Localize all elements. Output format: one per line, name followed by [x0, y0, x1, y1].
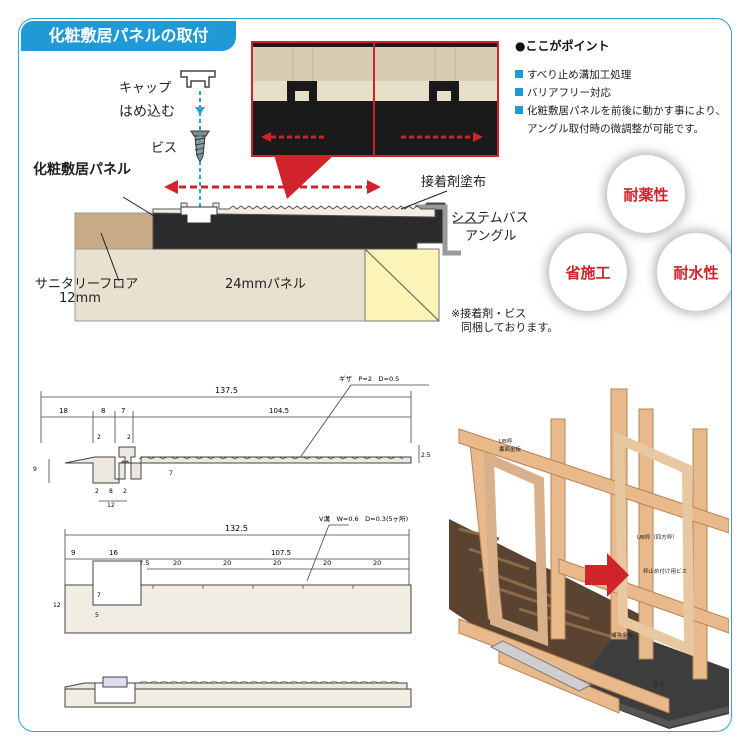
svg-text:2: 2	[127, 434, 131, 441]
svg-text:104.5: 104.5	[269, 407, 289, 415]
svg-text:20: 20	[373, 559, 381, 567]
point-item: 化粧敷居パネルを前後に動かす事により、	[515, 103, 726, 118]
base-label: 補強金板	[611, 631, 634, 639]
fit-label: はめ込む	[119, 104, 175, 120]
floor-label-2: 12mm	[59, 291, 101, 306]
point-item: アングル取付時の微調整が可能です。	[527, 123, 705, 135]
svg-text:V溝 W=0.6 D=0.3(5ヶ所): V溝 W=0.6 D=0.3(5ヶ所)	[319, 514, 408, 523]
svg-text:8: 8	[101, 407, 105, 415]
svg-text:裏面金板: 裏面金板	[499, 445, 522, 453]
svg-text:9: 9	[33, 466, 37, 473]
ub-frame-label: UB枠（四方枠）	[637, 533, 678, 541]
dim-total: 137.5	[215, 386, 238, 395]
content-frame: 化粧敷居パネルの取付	[18, 18, 732, 732]
stopper-label: 枠止め付け用ビス	[643, 567, 687, 575]
sill-panel-profile	[152, 202, 436, 218]
angle	[415, 204, 461, 256]
svg-text:12: 12	[107, 502, 115, 507]
svg-text:18: 18	[59, 407, 68, 415]
callout-pointer	[274, 155, 334, 199]
cap-icon	[180, 70, 216, 88]
svg-text:2: 2	[95, 488, 99, 495]
bullet-icon	[515, 88, 523, 96]
svg-text:12: 12	[53, 602, 61, 609]
installation-diagram	[74, 70, 481, 322]
svg-text:16: 16	[109, 549, 118, 557]
angle-label-2: アングル	[465, 229, 517, 244]
svg-text:8: 8	[109, 488, 113, 495]
note-line-1: ※接着剤・ビス	[451, 307, 527, 320]
svg-text:7.5: 7.5	[139, 559, 149, 567]
page-title: 化粧敷居パネルの取付	[21, 21, 236, 51]
svg-text:7: 7	[97, 592, 101, 599]
photo-groove-right	[373, 41, 499, 157]
points-title: ●ここがポイント	[515, 39, 610, 53]
svg-text:7: 7	[169, 470, 173, 477]
screw-label: ビス	[151, 141, 178, 156]
technical-drawing-2: 132.5 V溝 W=0.6 D=0.3(5ヶ所) 9 16 107.5 7.5…	[53, 514, 412, 708]
svg-text:20: 20	[173, 559, 181, 567]
note-line-2: 同梱しております。	[461, 321, 559, 334]
badge-easy-install: 省施工	[549, 233, 627, 311]
svg-text:2: 2	[97, 434, 101, 441]
left-arrow-icon	[164, 180, 178, 194]
svg-text:20: 20	[273, 559, 281, 567]
floor-label-1: サニタリーフロア	[35, 277, 139, 292]
photo-groove-left	[251, 41, 377, 157]
svg-text:107.5: 107.5	[271, 549, 291, 557]
svg-text:20: 20	[223, 559, 231, 567]
sanitary-floor	[74, 212, 154, 250]
dim-serration: ギザ P=2 D=0.5	[339, 375, 399, 383]
svg-text:132.5: 132.5	[225, 524, 248, 533]
cap-label: キャップ	[119, 81, 172, 96]
svg-text:5: 5	[95, 612, 99, 619]
floor-label: 床下	[653, 681, 665, 689]
svg-text:20: 20	[323, 559, 331, 567]
svg-text:2.5: 2.5	[421, 452, 431, 459]
svg-text:7: 7	[121, 407, 125, 415]
ub-frame-top-label: UB枠	[499, 437, 513, 445]
point-item: すべり止め溝加工処理	[515, 67, 631, 82]
badge-water-resistance: 耐水性	[657, 233, 731, 311]
svg-text:2: 2	[123, 488, 127, 495]
bullet-icon	[515, 70, 523, 78]
insert-arrow-icon	[585, 553, 629, 597]
angle-label-1: システムバス	[451, 211, 529, 226]
technical-drawing-1: 137.5 ギザ P=2 D=0.5 18 8 7 104.5 2 2 9 7 …	[33, 375, 431, 507]
sill-panel-label: 化粧敷居パネル	[33, 162, 131, 178]
panel24-label: 24mmパネル	[225, 277, 306, 292]
house-illustration: UB枠 裏面金板 UB枠（四方枠） 枠止め付け用ビス 補強金板 床下	[449, 388, 729, 729]
adhesive-label: 接着剤塗布	[421, 175, 487, 190]
right-arrow-icon	[367, 180, 381, 194]
down-arrow-icon	[195, 107, 205, 115]
svg-text:9: 9	[71, 549, 75, 557]
bullet-icon	[515, 106, 523, 114]
point-item: バリアフリー対応	[515, 85, 611, 100]
badge-chemical-resistance: 耐薬性	[607, 155, 685, 233]
